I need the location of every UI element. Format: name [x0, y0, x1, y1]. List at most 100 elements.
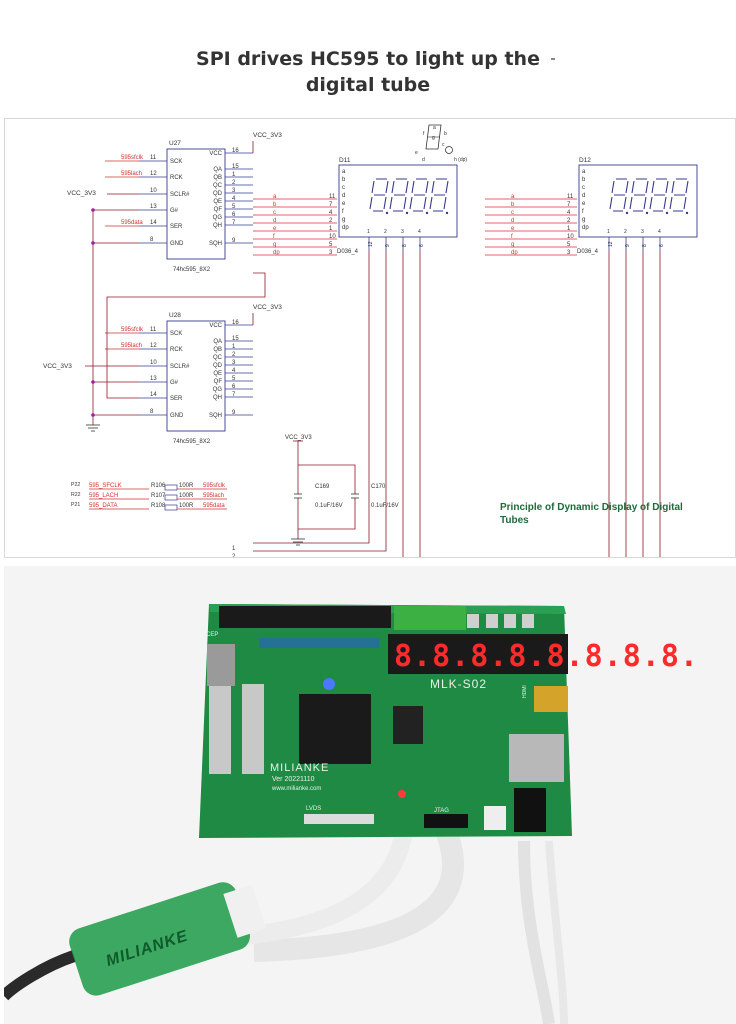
u27-vcc-net: VCC_3V3: [253, 132, 282, 139]
d11-digit: [429, 178, 449, 212]
d11-seg-pin: 10: [329, 234, 336, 240]
u28-pin-name: QB: [213, 347, 222, 353]
u28-pin-num: 8: [150, 409, 154, 415]
label-cep: CEP: [206, 632, 218, 638]
schematic-caption-line-2: Tubes: [500, 515, 529, 526]
inset-g: g: [432, 135, 435, 141]
cap2-ref: C170: [371, 484, 386, 490]
u27-pin-name: RCK: [170, 175, 183, 181]
d11-seg-letter: d: [342, 193, 345, 199]
u28-pin-name: G#: [170, 380, 179, 386]
board-url: www.milianke.com: [271, 786, 321, 792]
u27-pin-num: 7: [232, 220, 236, 226]
u28-pin-name: SQH: [209, 413, 222, 419]
u28-pin-name: VCC: [209, 323, 222, 329]
wire: [419, 251, 421, 557]
u27-pin-num: 12: [150, 171, 157, 177]
d12-digit: [669, 178, 689, 212]
label-hdmi: HDMI: [522, 685, 528, 698]
d12-digit-num: 2: [624, 229, 627, 235]
segment-net-label: b: [273, 202, 277, 208]
d12-seg-pin: 3: [567, 250, 571, 256]
cap2-val: 0.1uF/16V: [371, 503, 399, 509]
wire: [253, 251, 387, 552]
label-lvds: LVDS: [306, 806, 321, 812]
u28-pin-num: 11: [150, 327, 157, 333]
u28-pin-name: QC: [213, 355, 223, 361]
resistor-ref: R107: [151, 493, 166, 499]
inset-f: f: [423, 131, 425, 137]
u27-pin-name: QB: [213, 175, 222, 181]
u27-pin-name: QG: [213, 215, 223, 221]
d11-digit-pin: 12: [368, 241, 374, 247]
board-photo: 8.8.8.8.8.8.8.8. MLK-S02 MILIANKE Ver 20…: [4, 566, 736, 1024]
d11-body: [338, 164, 458, 238]
schematic-diagram: U2774hc595_8X2SCK11RCK12SCLR#10G#13SER14…: [4, 118, 736, 558]
junction-dot: [91, 241, 95, 245]
d12-seg-letter: d: [582, 193, 585, 199]
resistor-row: P22 595_SFCLK R106 100R 595sfclk: [71, 482, 227, 491]
d12-digit: [649, 178, 669, 212]
u27-pin-num: 15: [232, 164, 239, 170]
resistor-net-out: 595data: [203, 503, 225, 509]
d11-digit-dp: [445, 211, 449, 215]
series-resistors: P22 595_SFCLK R106 100R 595sfclk R22 595…: [71, 482, 227, 511]
u28-net-sck: 595sfclk: [121, 327, 144, 333]
d12-seg-letter: b: [582, 177, 586, 183]
d11-seg-pin: 4: [329, 210, 333, 216]
d12-seg-letter: g: [582, 217, 585, 223]
d12-digit-dp: [665, 211, 669, 215]
u27-pin-num: 13: [150, 204, 157, 210]
u28-pin-num: 6: [232, 384, 236, 390]
d11-seg-pin: 5: [329, 242, 333, 248]
title-dot: [551, 58, 555, 60]
segment-net-label: dp: [511, 250, 518, 256]
d12-digit-dp: [685, 211, 689, 215]
d11-digit-pin: 8: [402, 244, 408, 247]
wire: [92, 209, 139, 425]
d12-seg-letter: dp: [582, 225, 589, 231]
u28-pin-num: 2: [232, 352, 236, 358]
d12-digit-dp: [625, 211, 629, 215]
d12-seg-letter: c: [582, 185, 585, 191]
u27-pin-num: 11: [150, 155, 157, 161]
u28-pin-num: 7: [232, 392, 236, 398]
d12-digit-num: 4: [658, 229, 661, 235]
segment-inset-diagram: f a b g e c d h (dp): [415, 124, 467, 163]
u27-net-ser: 595data: [121, 220, 143, 226]
label-jtag: JTAG: [434, 808, 449, 814]
d11-digit-dp: [405, 211, 409, 215]
d11-digit: [409, 178, 429, 212]
u27-pin-num: 1: [232, 172, 236, 178]
segment-net-label: g: [273, 242, 276, 248]
resistor-pin: P21: [71, 502, 80, 508]
resistor-row: P21 595_DATA R108 100R 595data: [71, 502, 227, 511]
u28-pin-name: QA: [213, 339, 222, 345]
resistor-row: R22 595_LACH R107 100R 595lach: [71, 492, 227, 501]
page-title: SPI drives HC595 to light up the digital…: [0, 46, 736, 98]
u28-pin-name: QH: [213, 395, 222, 401]
u27-pin-num: 16: [232, 148, 239, 154]
d12-digit-pin: 8: [642, 244, 648, 247]
d11-seg-letter: g: [342, 217, 345, 223]
d12-body: [578, 164, 698, 238]
cap-vcc-net: VCC_3V3: [285, 435, 312, 441]
u28-pin-num: 16: [232, 320, 239, 326]
d12-digit-pin: 9: [625, 244, 631, 247]
d12-seg-pin: 10: [567, 234, 574, 240]
d11-seg-letter: a: [342, 169, 346, 175]
d11-digit: [389, 178, 409, 212]
d12-digit-num: 3: [641, 229, 644, 235]
resistor-net-in: 595_SFCLK: [89, 483, 122, 489]
segment-net-label: f: [511, 234, 513, 240]
d11-digit-num: 4: [418, 229, 421, 235]
u28-body: [166, 320, 226, 432]
fpga-chip: [299, 694, 371, 764]
u28-pin-name: QD: [213, 363, 223, 369]
inset-c: c: [442, 142, 445, 148]
decoupling-capacitors: VCC_3V3 C169 0.1uF/16V C170 0.1uF/16V: [285, 435, 399, 546]
u28-pin-name: QG: [213, 387, 223, 393]
resistor-ref: R106: [151, 483, 166, 489]
u27-pin-name: QF: [214, 207, 223, 213]
inset-d: d: [422, 157, 425, 163]
